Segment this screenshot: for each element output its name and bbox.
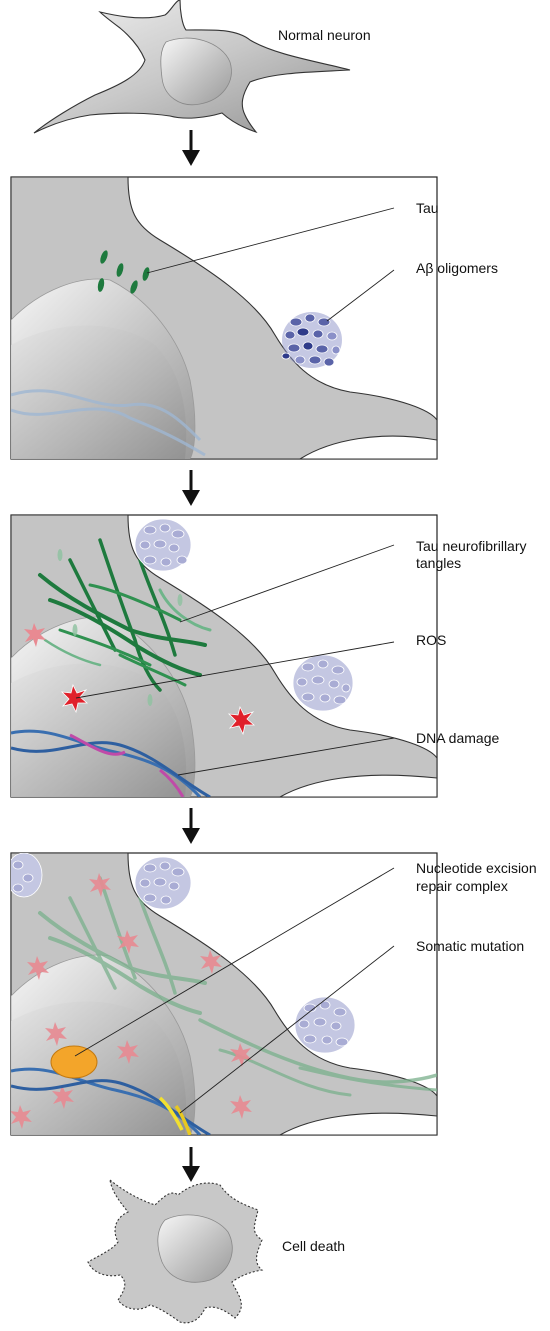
abeta-oligomer-cluster (11, 853, 356, 1054)
ros-label: ROS (416, 632, 446, 648)
panel-early-tau-abeta (10, 176, 438, 460)
arrow-down-icon (182, 470, 200, 506)
cell-death-label: Cell death (282, 1238, 345, 1254)
tau-tangles (38, 538, 212, 692)
normal-neuron-label: Normal neuron (278, 27, 371, 43)
dna-helix (11, 1067, 211, 1135)
ner-label-line2: repair complex (416, 878, 508, 894)
repair-leader-line (74, 867, 395, 1057)
ros-stars (24, 623, 256, 736)
tau-leader-line (146, 207, 395, 274)
normal-neuron-illustration (33, 0, 351, 134)
tangles-label-line2: tangles (416, 555, 461, 571)
arrow-down-icon (182, 130, 200, 166)
panel-repair-mutation (10, 852, 438, 1136)
repair-complex (50, 1045, 98, 1079)
tangles-label-line1: Tau neurofibrillary (416, 538, 527, 554)
dna-helix (11, 729, 211, 797)
mutation-leader-line (179, 945, 395, 1114)
ros-stars (11, 873, 252, 1129)
arrow-down-icon (182, 808, 200, 844)
tau-label: Tau (416, 200, 439, 216)
arrow-down-icon (182, 1147, 200, 1182)
tangles-leader-line (179, 544, 395, 623)
somatic-label: Somatic mutation (416, 938, 524, 954)
panel-tangles-ros-dna-damage (10, 514, 438, 798)
abeta-leader-line (326, 269, 395, 322)
ros-leader-line (75, 641, 395, 699)
abeta-oligomer-cluster (134, 518, 354, 712)
dying-cell-illustration (87, 1178, 264, 1324)
tau-fragments (97, 250, 150, 294)
abeta-label: Aβ oligomers (416, 260, 498, 276)
ner-label-line1: Nucleotide excision (416, 860, 537, 876)
abeta-oligomer-cluster (281, 312, 342, 368)
dna-damage-label: DNA damage (416, 730, 499, 746)
dna-damage-leader-line (177, 737, 395, 776)
